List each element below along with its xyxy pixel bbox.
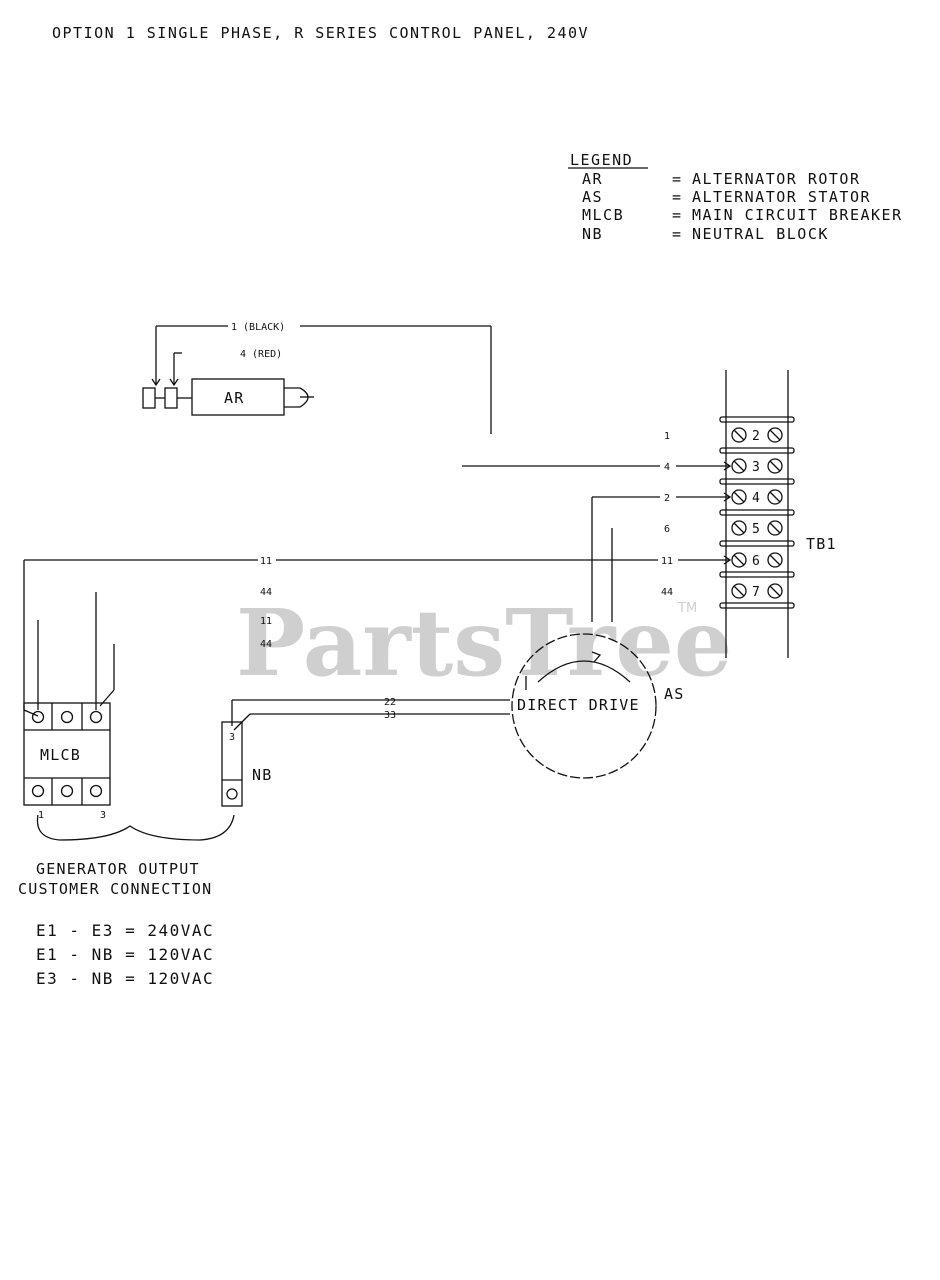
breaker-e3-label: 3 <box>100 810 106 821</box>
tb1-label: TB1 <box>806 535 837 553</box>
legend-desc-ar: ALTERNATOR ROTOR <box>692 170 861 188</box>
wire-22-label: 22 <box>384 697 396 708</box>
legend: LEGEND AR = ALTERNATOR ROTOR AS = ALTERN… <box>568 151 903 243</box>
output-line-2: CUSTOMER CONNECTION <box>18 880 212 898</box>
legend-sep-as: = <box>672 188 683 206</box>
tb1-wire-label: 11 <box>661 556 673 567</box>
rotor-wire-red-label: 4 (RED) <box>240 349 282 360</box>
tb1-terminal-3: 3 <box>731 458 783 475</box>
output-brace <box>36 814 235 841</box>
legend-sep-nb: = <box>672 225 683 243</box>
legend-desc-as: ALTERNATOR STATOR <box>692 188 871 206</box>
wire-44-label: 44 <box>260 587 272 598</box>
alternator-rotor: 1 (BLACK) 4 (RED) AR <box>142 322 492 434</box>
legend-heading: LEGEND <box>570 151 633 169</box>
equation-e1-nb: E1 - NB = 120VAC <box>36 945 214 964</box>
breaker-label: MLCB <box>40 746 81 764</box>
alternator-stator: DIRECT DRIVE AS <box>511 633 684 779</box>
neutral-wiring: 22 33 <box>231 697 510 731</box>
legend-code-nb: NB <box>582 225 603 243</box>
wire-44b-label: 44 <box>260 639 272 650</box>
tb1-terminal-number: 5 <box>752 522 760 537</box>
tb1-terminal-6: 6 <box>731 552 783 569</box>
stator-inner-label: DIRECT DRIVE <box>517 696 640 714</box>
wire-11-label: 11 <box>260 556 272 567</box>
tb1-terminal-number: 6 <box>752 554 760 569</box>
tb1-wire-label: 4 <box>664 462 670 473</box>
equation-e1-e3: E1 - E3 = 240VAC <box>36 921 214 940</box>
legend-desc-nb: NEUTRAL BLOCK <box>692 225 829 243</box>
equation-e3-nb: E3 - NB = 120VAC <box>36 969 214 988</box>
tb1-wire-label: 6 <box>664 524 670 535</box>
neutral-pin-label: 3 <box>229 732 235 743</box>
terminal-block-tb1: 2 3 4 5 6 7 TB1 1 4 <box>661 370 837 658</box>
watermark-brand: PartsTree <box>236 589 732 697</box>
breaker-e1-label: 1 <box>38 810 44 821</box>
neutral-label: NB <box>252 766 272 784</box>
tb1-terminal-7: 7 <box>731 583 783 600</box>
tb1-wire-label: 44 <box>661 587 673 598</box>
output-line-1: GENERATOR OUTPUT <box>36 860 200 878</box>
tb1-wire-label: 2 <box>664 493 670 504</box>
diagram-title: OPTION 1 SINGLE PHASE, R SERIES CONTROL … <box>52 24 589 42</box>
stator-label: AS <box>664 685 684 703</box>
rotor-label: AR <box>224 389 244 407</box>
watermark-tm: TM <box>677 601 697 616</box>
rotor-wire-black-label: 1 (BLACK) <box>231 322 285 333</box>
main-circuit-breaker: MLCB 1 3 <box>23 592 115 821</box>
neutral-block: 3 NB <box>221 721 272 807</box>
legend-code-as: AS <box>582 188 603 206</box>
tb1-terminal-number: 3 <box>752 460 760 475</box>
legend-sep-ar: = <box>672 170 683 188</box>
tb1-terminal-4: 4 <box>731 489 783 506</box>
tb1-terminal-2: 2 <box>731 427 783 444</box>
legend-code-mlcb: MLCB <box>582 206 624 224</box>
legend-desc-mlcb: MAIN CIRCUIT BREAKER <box>692 206 903 224</box>
tb1-wire-label: 1 <box>664 431 670 442</box>
legend-sep-mlcb: = <box>672 206 683 224</box>
wire-11b-label: 11 <box>260 616 272 627</box>
tb1-terminal-number: 4 <box>752 491 760 506</box>
tb1-terminal-number: 7 <box>752 585 760 600</box>
wire-33-label: 33 <box>384 710 396 721</box>
tb1-terminal-number: 2 <box>752 429 760 444</box>
legend-code-ar: AR <box>582 170 603 188</box>
tb1-terminal-5: 5 <box>731 520 783 537</box>
tb1-wiring: 11 44 11 44 <box>23 461 732 710</box>
